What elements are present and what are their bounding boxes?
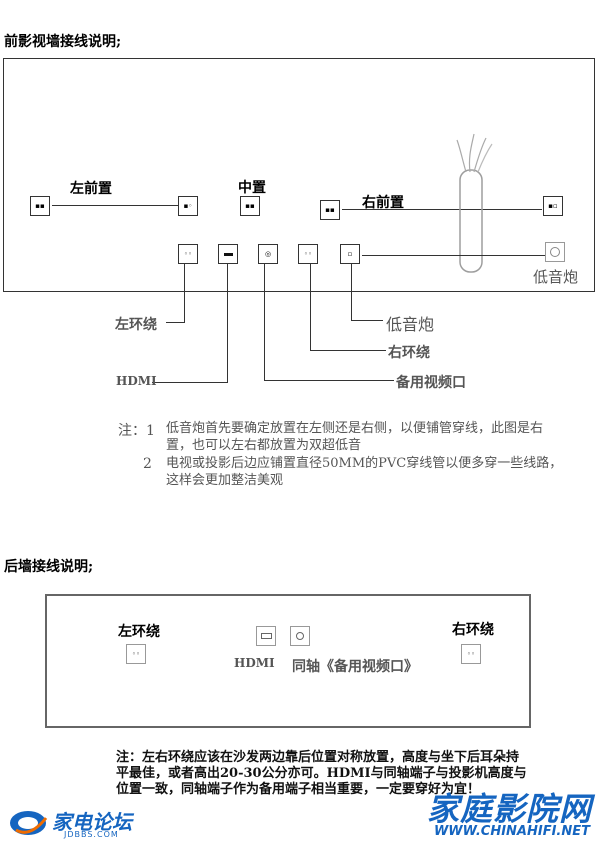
left-surround-plate: ◦◦ bbox=[178, 244, 198, 264]
center-plate: ▪▪ bbox=[240, 196, 260, 216]
label-left-front: 左前置 bbox=[70, 181, 112, 197]
subwoofer-plate-in-wall bbox=[545, 242, 565, 262]
label-left-surround: 左环绕 bbox=[115, 317, 157, 333]
subwoofer-plate: ▫ bbox=[340, 244, 360, 264]
left-surround-lead bbox=[184, 264, 185, 322]
hdmi-plate bbox=[218, 244, 238, 264]
pvc-conduit bbox=[456, 133, 493, 273]
front-wall-heading: 前影视墙接线说明; bbox=[4, 34, 122, 50]
jdbbs-url: JDBBS.COM bbox=[64, 830, 119, 839]
rear-wall-heading: 后墙接线说明; bbox=[4, 559, 94, 575]
subwoofer-lead bbox=[351, 264, 352, 320]
rear-note-text: 注：左右环绕应该在沙发两边靠后位置对称放置，高度与坐下后耳朵持平最佳，或者高出2… bbox=[116, 750, 527, 797]
right-front-wire bbox=[342, 209, 542, 210]
jdbbs-logo-text: 家电论坛 bbox=[52, 810, 132, 834]
chinahifi-logo: 家庭影院网 WWW.CHINAHIFI.NET bbox=[386, 784, 596, 844]
subwoofer-wire bbox=[362, 255, 545, 256]
hdmi-lead bbox=[227, 264, 228, 382]
label-right-surround: 右环绕 bbox=[388, 345, 430, 361]
right-front-plate-1: ▪▪ bbox=[320, 200, 340, 220]
subwoofer-lead-h bbox=[351, 320, 383, 321]
front-wall-diagram bbox=[3, 58, 595, 292]
spare-video-lead bbox=[264, 264, 265, 380]
label-subwoofer-in-wall: 低音炮 bbox=[533, 268, 579, 286]
rear-label-coaxial: 同轴《备用视频口》 bbox=[292, 659, 418, 675]
rear-label-right-surround: 右环绕 bbox=[452, 622, 494, 638]
jdbbs-logo: 家电论坛 JDBBS.COM bbox=[6, 806, 166, 842]
spare-video-lead-h bbox=[264, 380, 394, 381]
rear-right-surround-plate: ◦◦ bbox=[461, 644, 481, 664]
label-hdmi-front: HDMI bbox=[116, 374, 157, 388]
front-note-2-number: 2 bbox=[143, 456, 152, 472]
rear-wall-diagram bbox=[45, 594, 531, 728]
rear-hdmi-plate bbox=[256, 626, 276, 646]
jdbbs-swoosh-icon bbox=[10, 811, 48, 835]
spare-video-plate: ◎ bbox=[258, 244, 278, 264]
rear-left-surround-plate: ◦◦ bbox=[126, 644, 146, 664]
rear-coaxial-plate bbox=[290, 626, 310, 646]
chinahifi-logo-text: 家庭影院网 bbox=[426, 790, 592, 828]
left-front-wire bbox=[52, 205, 178, 206]
front-note-1-text: 低音炮首先要确定放置在左侧还是右侧，以便铺管穿线，此图是右置，也可以左右都放置为… bbox=[166, 421, 544, 453]
label-subwoofer: 低音炮 bbox=[386, 315, 435, 334]
right-surround-lead bbox=[310, 264, 311, 350]
label-center: 中置 bbox=[238, 180, 266, 196]
label-spare-video: 备用视频口 bbox=[396, 375, 466, 391]
rear-label-hdmi: HDMI bbox=[234, 656, 275, 670]
rear-label-left-surround: 左环绕 bbox=[118, 624, 160, 640]
hdmi-lead-h bbox=[152, 382, 228, 383]
right-front-plate-2: ▪▫ bbox=[543, 196, 563, 216]
chinahifi-url: WWW.CHINAHIFI.NET bbox=[433, 824, 590, 839]
front-note-1-number: 注：1 bbox=[118, 423, 155, 439]
left-surround-lead-h bbox=[166, 322, 185, 323]
right-surround-plate: ◦◦ bbox=[298, 244, 318, 264]
left-front-plate-2: ▪◦ bbox=[178, 196, 198, 216]
label-right-front: 右前置 bbox=[362, 195, 404, 211]
right-surround-lead-h bbox=[310, 350, 386, 351]
front-note-2-text: 电视或投影后边应铺置直径50MM的PVC穿线管以便多穿一些线路，这样会更加整洁美… bbox=[166, 456, 563, 488]
left-front-plate-1: ▪▪ bbox=[30, 196, 50, 216]
